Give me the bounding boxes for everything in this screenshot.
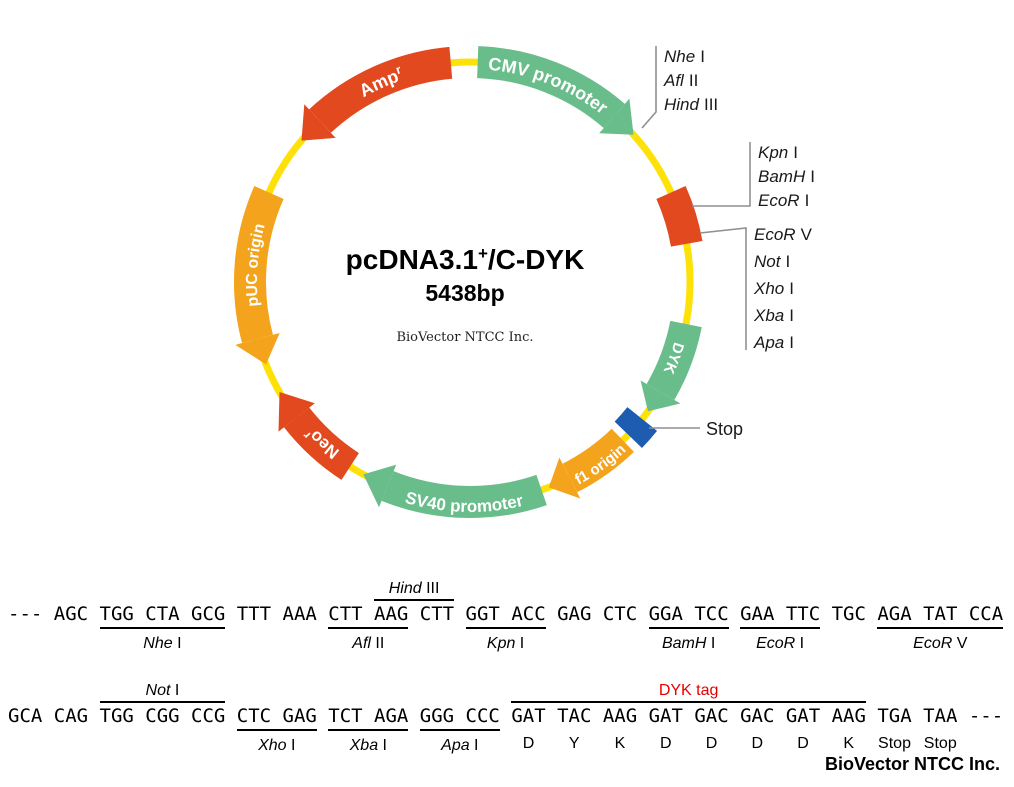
segment-sv40: [381, 471, 547, 518]
aa-label-y: Y: [568, 735, 580, 752]
enzyme-numeral: I: [469, 737, 479, 754]
plasmid-segments: [234, 46, 703, 518]
sequence-line-1-top-annotations: Hind III: [8, 566, 1014, 602]
aa-label-d5: D: [797, 735, 809, 752]
segment-cmv-arrowhead: [599, 98, 634, 135]
aa-label-k1: K: [614, 735, 626, 752]
segment-neo: [283, 407, 360, 480]
segment-dyk: [646, 320, 702, 401]
kpni-site-label: Kpn I: [465, 627, 546, 653]
xbai-site-label: Xba I: [328, 729, 409, 755]
sequence-line-2-top-annotations: Not I DYK tag: [8, 668, 1014, 704]
enzyme-name: Afl: [352, 635, 371, 652]
stop-callout: Stop: [649, 419, 743, 439]
nhei-site-label: Nhe I: [99, 627, 226, 653]
plasmid-size: 5438bp: [425, 280, 504, 306]
map-center-text: pcDNA3.1+/C-DYK 5438bp BioVector NTCC In…: [346, 244, 585, 345]
plasmid-title: pcDNA3.1+/C-DYK: [346, 244, 585, 275]
enzyme-name: Hind: [388, 580, 422, 597]
aflii-site-label: Afl II: [328, 627, 409, 653]
aa-label-d2: D: [659, 735, 672, 752]
dna-sequence-line-1: --- AGC TGG CTA GCG TTT AAA CTT AAG CTT …: [8, 603, 1004, 625]
map-watermark: BioVector NTCC Inc.: [396, 330, 533, 345]
aa-label-d1: D: [522, 735, 535, 752]
mcs-sequence-section: Hind III --- AGC TGG CTA GCG TTT AAA CTT…: [0, 566, 1014, 770]
segment-puc: [234, 186, 284, 344]
enzyme-numeral: I: [378, 737, 387, 754]
callout-bracket-line-2: [692, 142, 751, 207]
enzyme-numeral: I: [795, 635, 805, 652]
sequence-line-2: Not I DYK tag GCA CAG TGG CGG CCG CTC GAG…: [8, 668, 1014, 770]
ecori-site-label: EcoR I: [740, 627, 821, 653]
apai-site-label: Apa I: [419, 729, 500, 755]
callout-bracket-line-3: [699, 227, 747, 350]
aa-label-d4: D: [751, 735, 764, 752]
segment-cmv: [476, 46, 625, 129]
enzyme-name: BamH: [661, 635, 707, 652]
enzyme-name: EcoR: [756, 635, 796, 652]
enzyme-numeral: V: [952, 635, 968, 652]
enzyme-name: Kpn: [486, 635, 516, 652]
segment-f1: [562, 428, 634, 493]
enzyme-name: Apa: [441, 737, 470, 754]
segment-amp-arrowhead: [301, 104, 336, 141]
enzyme-numeral: I: [172, 635, 182, 652]
callout-bracket-line-1: [641, 46, 657, 129]
segment-amp: [309, 46, 453, 133]
segment-sv40-arrowhead: [363, 464, 397, 508]
segment-stop: [614, 406, 658, 449]
enzyme-name: Not: [145, 682, 171, 699]
enzyme-numeral: I: [286, 737, 296, 754]
enzyme-numeral: II: [370, 635, 385, 652]
enzyme-name: Nhe: [143, 635, 173, 652]
stop-codon-label-2: Stop: [923, 735, 957, 752]
ecorv-site-label: EcoR V: [877, 627, 1004, 653]
segment-f1-arrowhead: [548, 457, 581, 499]
enzyme-name: Xba: [349, 737, 379, 754]
dna-sequence-line-2: GCA CAG TGG CGG CCG CTC GAG TCT AGA GGG …: [8, 705, 1004, 727]
segment-dyk-arrowhead: [640, 380, 681, 412]
enzyme-numeral: I: [515, 635, 525, 652]
stop-label: Stop: [706, 419, 743, 439]
hindiii-site-label: Hind III: [374, 576, 455, 601]
aa-label-k2: K: [843, 735, 855, 752]
segment-neo-arrowhead: [278, 392, 315, 432]
stop-codon-label-1: Stop: [878, 735, 911, 752]
segment-puc-arrowhead: [235, 333, 280, 365]
aa-label-d3: D: [705, 735, 718, 752]
enzyme-name: Xho: [258, 737, 287, 754]
noti-site-label: Not I: [99, 678, 226, 703]
enzyme-numeral: I: [706, 635, 716, 652]
enzyme-name: EcoR: [913, 635, 953, 652]
company-name: BioVector NTCC Inc.: [824, 754, 1000, 774]
enzyme-numeral: I: [170, 682, 180, 699]
segment-mcs: [656, 185, 703, 247]
bamhi-site-label: BamH I: [648, 627, 729, 653]
xhoi-site-label: Xho I: [236, 729, 317, 755]
sequence-line-1: Hind III --- AGC TGG CTA GCG TTT AAA CTT…: [8, 566, 1014, 668]
enzyme-numeral: III: [421, 580, 440, 597]
dyk-tag-label: DYK tag: [511, 678, 866, 703]
